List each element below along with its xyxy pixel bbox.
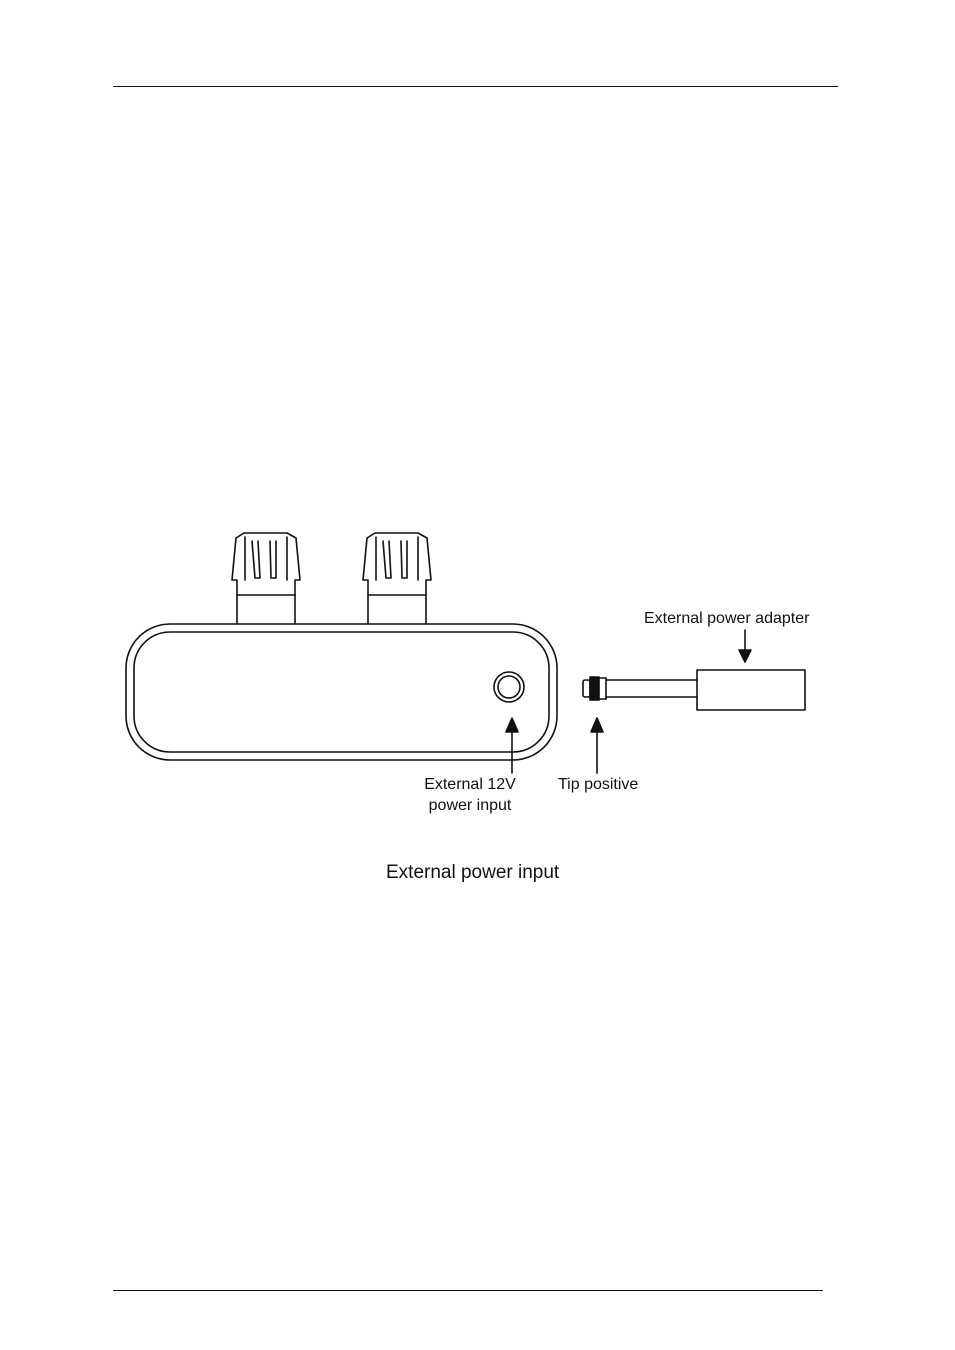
device-body-icon — [126, 624, 557, 760]
adapter-icon — [697, 670, 805, 710]
tip-label: Tip positive — [558, 774, 638, 795]
arrow-icon — [591, 718, 603, 773]
arrow-icon — [506, 718, 518, 773]
connector-icon — [232, 533, 300, 624]
power-jack-icon — [494, 672, 524, 702]
figure-caption: External power input — [386, 862, 559, 884]
connector-icon — [363, 533, 431, 624]
power-input-label: External 12V power input — [405, 774, 535, 816]
arrow-icon — [739, 630, 751, 662]
footer-rule — [113, 1290, 823, 1291]
adapter-label: External power adapter — [644, 608, 809, 629]
plug-icon — [583, 677, 697, 700]
